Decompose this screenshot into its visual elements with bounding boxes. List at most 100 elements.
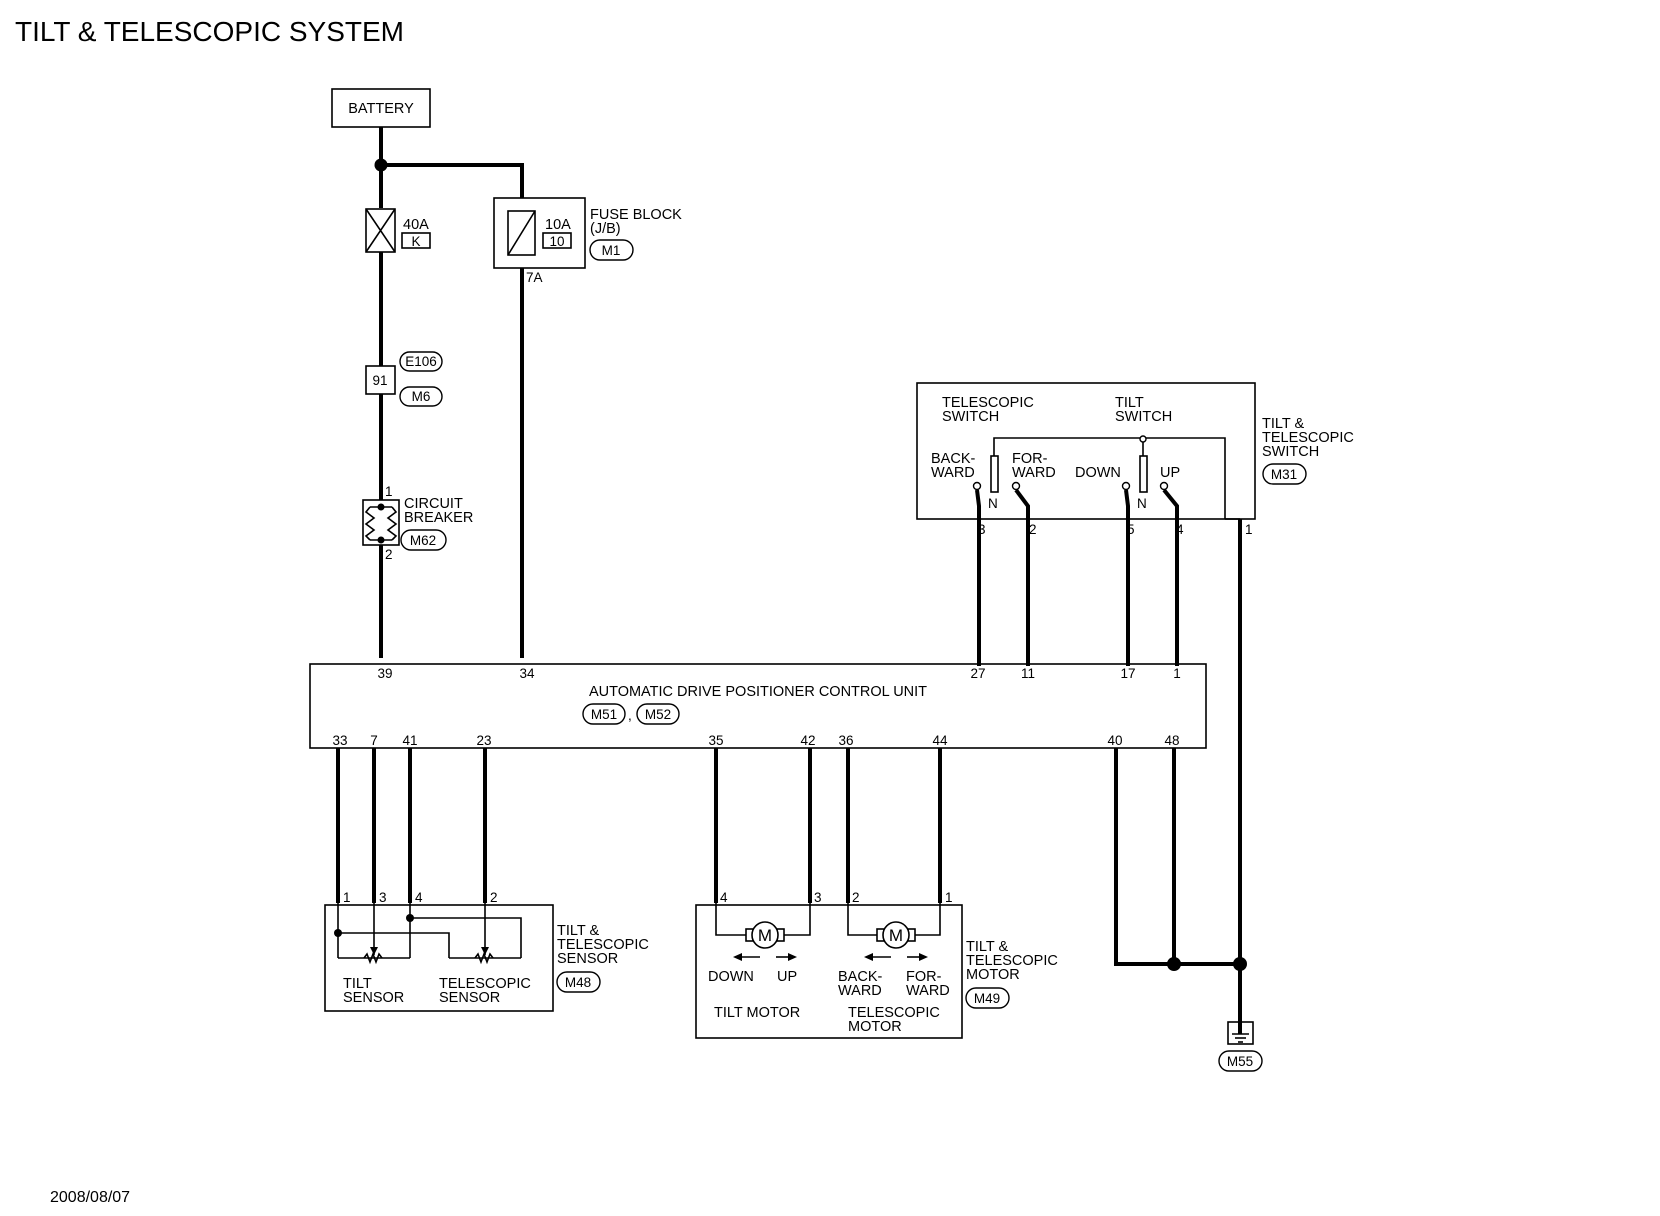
motor-tele-2: MOTOR xyxy=(848,1019,902,1035)
unit-pin-36: 36 xyxy=(838,733,853,748)
tilt-telescopic-sensor: 1 3 4 2 TILT SENSOR TELESCOPIC SENSOR TI… xyxy=(324,890,649,1012)
unit-pin-42: 42 xyxy=(800,733,815,748)
switch-name-1: TILT & xyxy=(1262,416,1304,432)
motor-name-2: TELESCOPIC xyxy=(966,953,1058,969)
unit-pin-23: 23 xyxy=(476,733,491,748)
ground-splice-dot xyxy=(1233,957,1247,971)
breaker-connector: M62 xyxy=(410,533,436,548)
switch-telescopic-label-1: TELESCOPIC xyxy=(942,395,1034,411)
unit-pin-40: 40 xyxy=(1107,733,1122,748)
battery: BATTERY xyxy=(331,88,431,128)
unit-pin-33: 33 xyxy=(332,733,347,748)
fusible-link-id: K xyxy=(411,234,420,249)
fusible-link-rating: 40A xyxy=(403,217,429,233)
switch-forward-1: FOR- xyxy=(1012,451,1048,467)
motor-name-3: MOTOR xyxy=(966,967,1020,983)
switch-tele-neutral: N xyxy=(988,496,998,511)
motor-pin-2: 2 xyxy=(852,890,860,905)
motor-forward-2: WARD xyxy=(906,983,950,999)
unit-pin-27: 27 xyxy=(970,666,985,681)
switch-name-2: TELESCOPIC xyxy=(1262,430,1354,446)
control-unit-label: AUTOMATIC DRIVE POSITIONER CONTROL UNIT xyxy=(589,684,927,700)
motor-forward-1: FOR- xyxy=(906,969,942,985)
motor-backward-1: BACK- xyxy=(838,969,882,985)
ground-splice-dot xyxy=(1167,957,1181,971)
motor-name-1: TILT & xyxy=(966,939,1008,955)
joint-connector: 91 E106 M6 xyxy=(365,351,443,407)
switch-down: DOWN xyxy=(1075,465,1121,481)
motor-connector: M49 xyxy=(974,991,1000,1006)
unit-pin-34: 34 xyxy=(519,666,535,681)
switch-wires xyxy=(975,488,1242,1034)
motor-tele-1: TELESCOPIC xyxy=(848,1005,940,1021)
unit-pin-35: 35 xyxy=(708,733,723,748)
sensor-tilt-1: TILT xyxy=(343,976,372,992)
sensor-name-1: TILT & xyxy=(557,923,599,939)
unit-pin-17: 17 xyxy=(1120,666,1135,681)
fuse-block: 10A 10 FUSE BLOCK (J/B) M1 7A xyxy=(493,197,682,285)
unit-pin-1: 1 xyxy=(1173,666,1181,681)
unit-pin-11: 11 xyxy=(1021,666,1035,681)
unit-pin-39: 39 xyxy=(377,666,392,681)
arrow-left-icon xyxy=(733,953,742,961)
sensor-pin-3: 3 xyxy=(379,890,387,905)
sensor-tilt-2: SENSOR xyxy=(343,990,404,1006)
motor-up: UP xyxy=(777,969,797,985)
switch-tilt-label-1: TILT xyxy=(1115,395,1144,411)
fuse-block-label: FUSE BLOCK xyxy=(590,207,682,223)
switch-name-3: SWITCH xyxy=(1262,444,1319,460)
fusible-link: 40A K xyxy=(365,208,431,253)
tele-motor-symbol: M xyxy=(889,926,903,945)
ground: M55 xyxy=(1218,1021,1263,1072)
sensor-pin-4: 4 xyxy=(415,890,423,905)
switch-pin-1: 1 xyxy=(1245,522,1253,537)
fuse-connector: M1 xyxy=(602,243,621,258)
switch-pin-2: 2 xyxy=(1029,522,1037,537)
sensor-connector: M48 xyxy=(565,975,591,990)
motor-pin-1: 1 xyxy=(945,890,953,905)
motor-backward-2: WARD xyxy=(838,983,882,999)
switch-pin-4: 4 xyxy=(1176,522,1184,537)
unit-pin-44: 44 xyxy=(932,733,948,748)
sensor-name-2: TELESCOPIC xyxy=(557,937,649,953)
ground-connector: M55 xyxy=(1227,1054,1253,1069)
control-unit-connector-m52: M52 xyxy=(645,707,671,722)
arrow-right-icon xyxy=(788,953,797,961)
unit-pin-7: 7 xyxy=(370,733,378,748)
battery-label: BATTERY xyxy=(348,101,414,117)
telescopic-motor-icon xyxy=(882,921,910,949)
fuse-block-jb: (J/B) xyxy=(590,221,621,237)
fuse-number: 10 xyxy=(549,234,564,249)
switch-tilt-label-2: SWITCH xyxy=(1115,409,1172,425)
switch-pin-5: 5 xyxy=(1127,522,1135,537)
motor-tilt-label: TILT MOTOR xyxy=(714,1005,800,1021)
switch-backward-2: WARD xyxy=(931,465,975,481)
fuse-rating: 10A xyxy=(545,217,571,233)
sensor-pin-2: 2 xyxy=(490,890,498,905)
arrow-left-icon xyxy=(864,953,873,961)
joint-connector-e106: E106 xyxy=(405,354,437,369)
battery-wires xyxy=(374,127,524,208)
joint-connector-m6: M6 xyxy=(412,389,431,404)
unit-pin-41: 41 xyxy=(402,733,417,748)
motor-pin-4: 4 xyxy=(720,890,728,905)
control-unit: AUTOMATIC DRIVE POSITIONER CONTROL UNIT … xyxy=(309,663,1207,749)
fuse-terminal: 7A xyxy=(526,270,543,285)
diagram-title: TILT & TELESCOPIC SYSTEM xyxy=(15,16,404,47)
sensor-pin-1: 1 xyxy=(343,890,351,905)
diagram-date: 2008/08/07 xyxy=(50,1189,130,1206)
sensor-name-3: SENSOR xyxy=(557,951,618,967)
control-unit-connector-m51: M51 xyxy=(591,707,617,722)
tilt-motor-icon xyxy=(751,921,779,949)
switch-up: UP xyxy=(1160,465,1180,481)
switch-forward-2: WARD xyxy=(1012,465,1056,481)
switch-pin-3: 3 xyxy=(978,522,986,537)
sensor-tele-1: TELESCOPIC xyxy=(439,976,531,992)
switch-backward-1: BACK- xyxy=(931,451,975,467)
ground-icon xyxy=(1227,1021,1254,1045)
breaker-label-2: BREAKER xyxy=(404,510,473,526)
breaker-pin-2: 2 xyxy=(385,547,393,562)
breaker-label-1: CIRCUIT xyxy=(404,496,463,512)
tilt-telescopic-switch: TELESCOPIC SWITCH TILT SWITCH BACK- WARD… xyxy=(916,382,1354,537)
